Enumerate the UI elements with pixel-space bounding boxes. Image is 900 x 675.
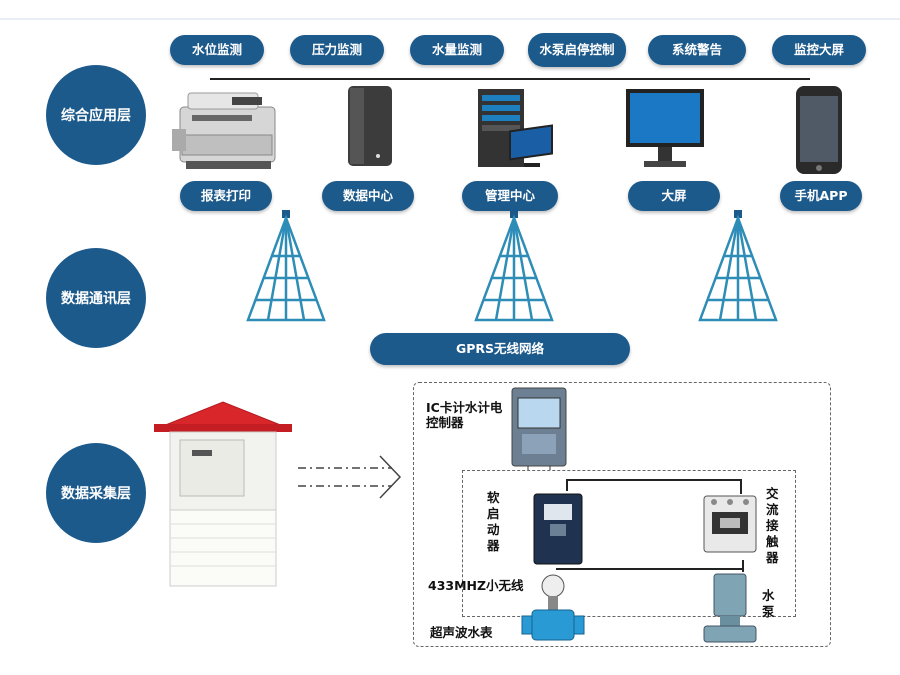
ic-meter-label: IC卡计水计电控制器 bbox=[426, 400, 503, 430]
dashed-arrow-icon bbox=[298, 455, 402, 499]
ac-contactor-label: 交流接触器 bbox=[766, 486, 779, 565]
server-icon bbox=[348, 86, 392, 166]
antenna-tower-icon bbox=[474, 210, 554, 322]
top-rule bbox=[0, 18, 900, 20]
monitor-icon bbox=[626, 89, 704, 167]
water-pump-icon bbox=[703, 573, 757, 643]
pump-station-box bbox=[462, 470, 796, 617]
ultrasonic-meter-icon bbox=[521, 574, 585, 641]
field-equipment-box bbox=[413, 382, 831, 647]
gprs-network-bar: GPRS无线网络 bbox=[370, 333, 630, 365]
wireless-label: 433MHZ小无线 bbox=[428, 578, 524, 593]
connection-line bbox=[566, 479, 568, 491]
ultrasonic-meter-label: 超声波水表 bbox=[430, 625, 493, 640]
device-data-center: 数据中心 bbox=[322, 181, 414, 211]
device-management-center: 管理中心 bbox=[462, 181, 558, 211]
antenna-tower-icon bbox=[246, 210, 326, 322]
water-pump-label: 水泵 bbox=[762, 588, 775, 619]
function-monitor-screen: 监控大屏 bbox=[772, 35, 866, 65]
printer-icon bbox=[172, 92, 276, 169]
layer-collection: 数据采集层 bbox=[46, 443, 146, 543]
function-pressure: 压力监测 bbox=[290, 35, 384, 65]
connection-line bbox=[556, 568, 744, 570]
connection-line bbox=[566, 479, 742, 481]
device-mobile-app: 手机APP bbox=[780, 181, 862, 211]
connection-line bbox=[742, 560, 744, 572]
management-server-icon bbox=[478, 89, 553, 167]
soft-starter-icon bbox=[533, 493, 583, 565]
smartphone-icon bbox=[796, 86, 842, 174]
ac-contactor-icon bbox=[703, 495, 757, 553]
function-pump-control: 水泵启停控制 bbox=[528, 33, 626, 67]
layer-communication: 数据通讯层 bbox=[46, 248, 146, 348]
ic-meter-icon bbox=[511, 387, 567, 470]
function-water-volume: 水量监测 bbox=[410, 35, 504, 65]
device-big-screen: 大屏 bbox=[628, 181, 720, 211]
layer-application: 综合应用层 bbox=[46, 65, 146, 165]
function-bus-line bbox=[210, 78, 810, 80]
antenna-tower-icon bbox=[698, 210, 778, 322]
control-cabinet-icon bbox=[154, 401, 292, 587]
connection-line bbox=[740, 479, 742, 494]
device-report-print: 报表打印 bbox=[180, 181, 272, 211]
function-water-level: 水位监测 bbox=[170, 35, 264, 65]
soft-starter-label: 软启动器 bbox=[487, 490, 500, 553]
function-system-alert: 系统警告 bbox=[648, 35, 746, 65]
